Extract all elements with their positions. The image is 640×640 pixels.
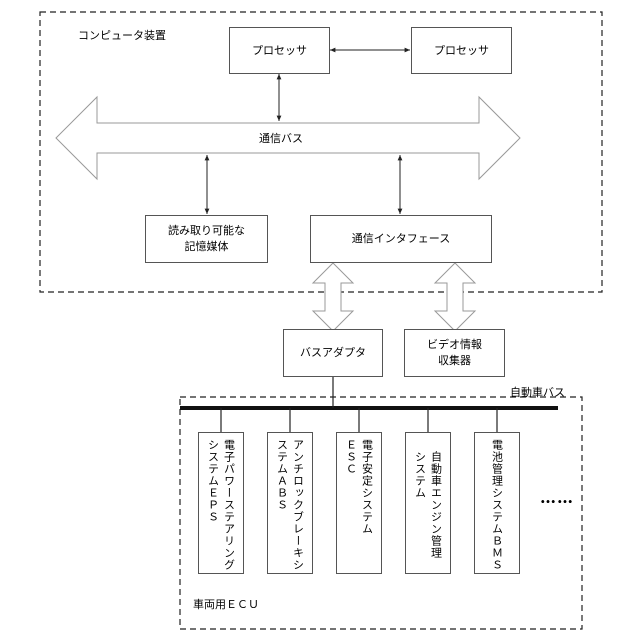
storage-medium-box: 読み取り可能な 記憶媒体 <box>145 215 268 263</box>
processor-box-1: プロセッサ <box>229 27 330 74</box>
communication-interface-box: 通信インタフェース <box>310 215 492 263</box>
ecu-bms-box: 電池管理システムＢＭＳ <box>474 432 520 574</box>
ecu-eps-box: 電子パワーステアリング システムＥＰＳ <box>198 432 244 574</box>
ecu-abs-box: アンチロックブレーキシ ステムＡＢＳ <box>267 432 313 574</box>
video-line-2: 収集器 <box>438 353 471 369</box>
ecu-esc-box: 電子安定システム ＥＳＣ <box>336 432 382 574</box>
storage-line-2: 記憶媒体 <box>185 239 229 255</box>
storage-line-1: 読み取り可能な <box>168 223 245 239</box>
ecu-abs-line-1: アンチロックブレーキシ <box>291 439 306 571</box>
video-line-1: ビデオ情報 <box>427 337 482 353</box>
bus-adapter-label: バスアダプタ <box>300 345 366 361</box>
ecu-engine-line-2: システム <box>413 451 428 499</box>
communication-bus-label: 通信バス <box>259 130 303 146</box>
ecu-bms-line-1: 電池管理システムＢＭＳ <box>490 439 505 571</box>
ecu-eps-line-2: システムＥＰＳ <box>206 439 221 523</box>
ecu-abs-line-2: ステムＡＢＳ <box>275 439 290 511</box>
processor-2-label: プロセッサ <box>434 43 489 59</box>
ecu-engine-line-1: 自動車エンジン管理 <box>429 451 444 559</box>
communication-interface-label: 通信インタフェース <box>352 231 450 247</box>
vehicle-ecu-label: 車両用ＥＣＵ <box>193 596 259 612</box>
video-interface-arrow <box>435 263 475 331</box>
computer-device-label: コンピュータ装置 <box>78 27 166 43</box>
processor-box-2: プロセッサ <box>411 27 512 74</box>
ecu-esc-line-2: ＥＳＣ <box>344 439 359 475</box>
ecu-esc-line-1: 電子安定システム <box>360 439 375 535</box>
video-collector-box: ビデオ情報 収集器 <box>404 329 505 377</box>
bus-adapter-box: バスアダプタ <box>283 329 383 377</box>
ecu-engine-box: 自動車エンジン管理 システム <box>405 432 451 574</box>
ecu-eps-line-1: 電子パワーステアリング <box>222 439 237 571</box>
adapter-interface-arrow <box>313 263 353 331</box>
vehicle-bus-label: 自動車バス <box>510 384 565 400</box>
more-ecus-ellipsis: …… <box>540 488 574 507</box>
processor-1-label: プロセッサ <box>252 43 307 59</box>
